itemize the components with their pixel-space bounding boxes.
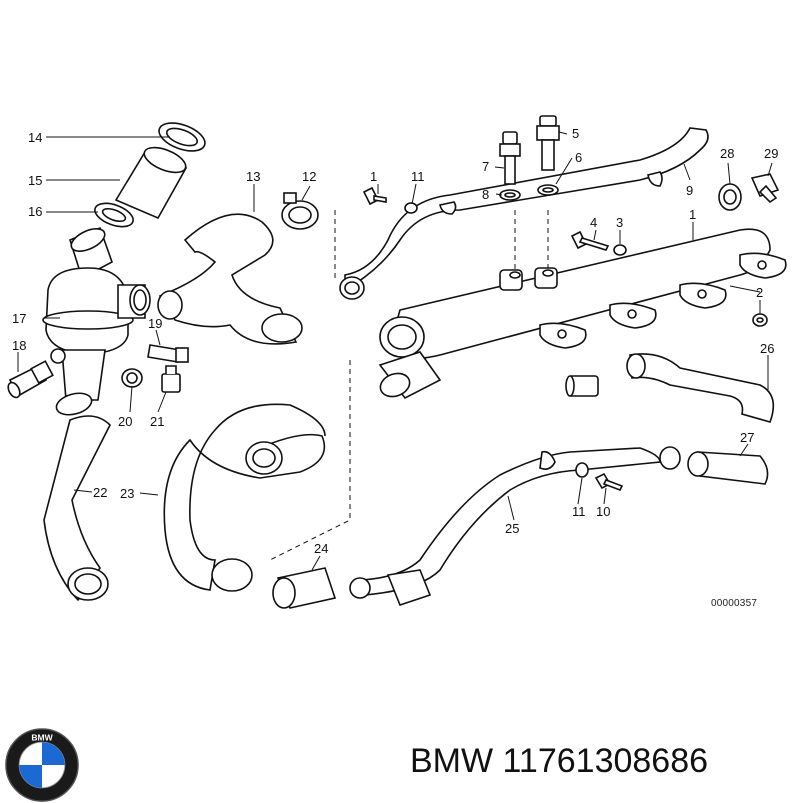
callout-20: 20 bbox=[118, 414, 132, 429]
leader-lines bbox=[17, 131, 773, 571]
callout-25: 25 bbox=[505, 521, 519, 536]
callout-12: 12 bbox=[302, 169, 316, 184]
hose-23 bbox=[163, 403, 326, 592]
washer-20 bbox=[121, 368, 143, 388]
callout-9: 9 bbox=[686, 183, 693, 198]
thermostat-housing-17 bbox=[42, 226, 151, 416]
callout-29: 29 bbox=[764, 146, 778, 161]
plug-29 bbox=[750, 173, 780, 204]
sleeve-24 bbox=[272, 567, 337, 609]
hose-22 bbox=[43, 415, 111, 602]
bolt-10-lower bbox=[594, 472, 624, 492]
callout-27: 27 bbox=[740, 430, 754, 445]
hose-26 bbox=[626, 353, 775, 423]
washer-11-lower bbox=[575, 462, 589, 478]
bmw-logo: BMW bbox=[5, 728, 79, 802]
callout-8: 8 bbox=[482, 187, 489, 202]
hose-13 bbox=[157, 213, 303, 345]
callout-26: 26 bbox=[760, 341, 774, 356]
washer-11-upper bbox=[404, 202, 418, 214]
seal-ring-8 bbox=[499, 189, 521, 201]
callout-6: 6 bbox=[575, 150, 582, 165]
hose-clamp-12 bbox=[281, 192, 319, 230]
callout-11-upper: 11 bbox=[411, 169, 425, 184]
guide-line-1 bbox=[269, 210, 351, 561]
callout-22: 22 bbox=[93, 485, 107, 500]
callout-labels: 14 15 16 17 18 13 12 1 11 19 20 21 22 23… bbox=[12, 126, 778, 556]
guide-line-2 bbox=[514, 210, 549, 270]
callout-10-upper: 1 bbox=[370, 169, 377, 184]
callout-15: 15 bbox=[28, 173, 42, 188]
washer-2 bbox=[752, 313, 768, 327]
callout-17: 17 bbox=[12, 311, 26, 326]
callout-1: 1 bbox=[689, 207, 696, 222]
bolt-10-upper bbox=[362, 186, 387, 206]
callout-18: 18 bbox=[12, 338, 26, 353]
callout-23: 23 bbox=[120, 486, 134, 501]
part-number-title: BMW 11761308686 bbox=[410, 742, 708, 781]
callout-7: 7 bbox=[482, 159, 489, 174]
callout-5: 5 bbox=[572, 126, 579, 141]
plug-21 bbox=[161, 365, 181, 393]
sensor-18 bbox=[7, 360, 54, 399]
thermostat-clamp-16 bbox=[94, 202, 134, 228]
pipe-25 bbox=[349, 447, 661, 606]
callout-24: 24 bbox=[314, 541, 328, 556]
hose-sleeve-15 bbox=[114, 146, 188, 220]
callout-4: 4 bbox=[590, 215, 597, 230]
fitting-26-nipple bbox=[565, 375, 599, 397]
callout-16: 16 bbox=[28, 204, 42, 219]
callout-14: 14 bbox=[28, 130, 42, 145]
callout-11-lower: 11 bbox=[572, 504, 586, 519]
seal-ring-6 bbox=[537, 184, 559, 196]
washer-28 bbox=[718, 183, 742, 211]
callout-28: 28 bbox=[720, 146, 734, 161]
temperature-sender-7 bbox=[499, 131, 521, 185]
sensor-19 bbox=[147, 344, 189, 363]
callout-13: 13 bbox=[246, 169, 260, 184]
callout-2: 2 bbox=[756, 285, 763, 300]
temperature-sensor-5 bbox=[536, 115, 560, 171]
thermostat-clamp-14 bbox=[158, 122, 206, 152]
washer-3 bbox=[613, 244, 627, 256]
diagram-reference-code: 00000357 bbox=[711, 598, 758, 609]
callout-3: 3 bbox=[616, 215, 623, 230]
callout-19: 19 bbox=[148, 316, 162, 331]
brand-name: BMW bbox=[410, 742, 494, 780]
bolt-4 bbox=[570, 230, 610, 251]
logo-lettering: BMW bbox=[31, 732, 53, 742]
callout-21: 21 bbox=[150, 414, 164, 429]
hose-27 bbox=[659, 446, 769, 485]
water-pipe-9 bbox=[339, 127, 709, 300]
coolant-manifold-1 bbox=[378, 228, 787, 400]
part-number: 11761308686 bbox=[502, 742, 709, 780]
callout-10-lower: 10 bbox=[596, 504, 610, 519]
